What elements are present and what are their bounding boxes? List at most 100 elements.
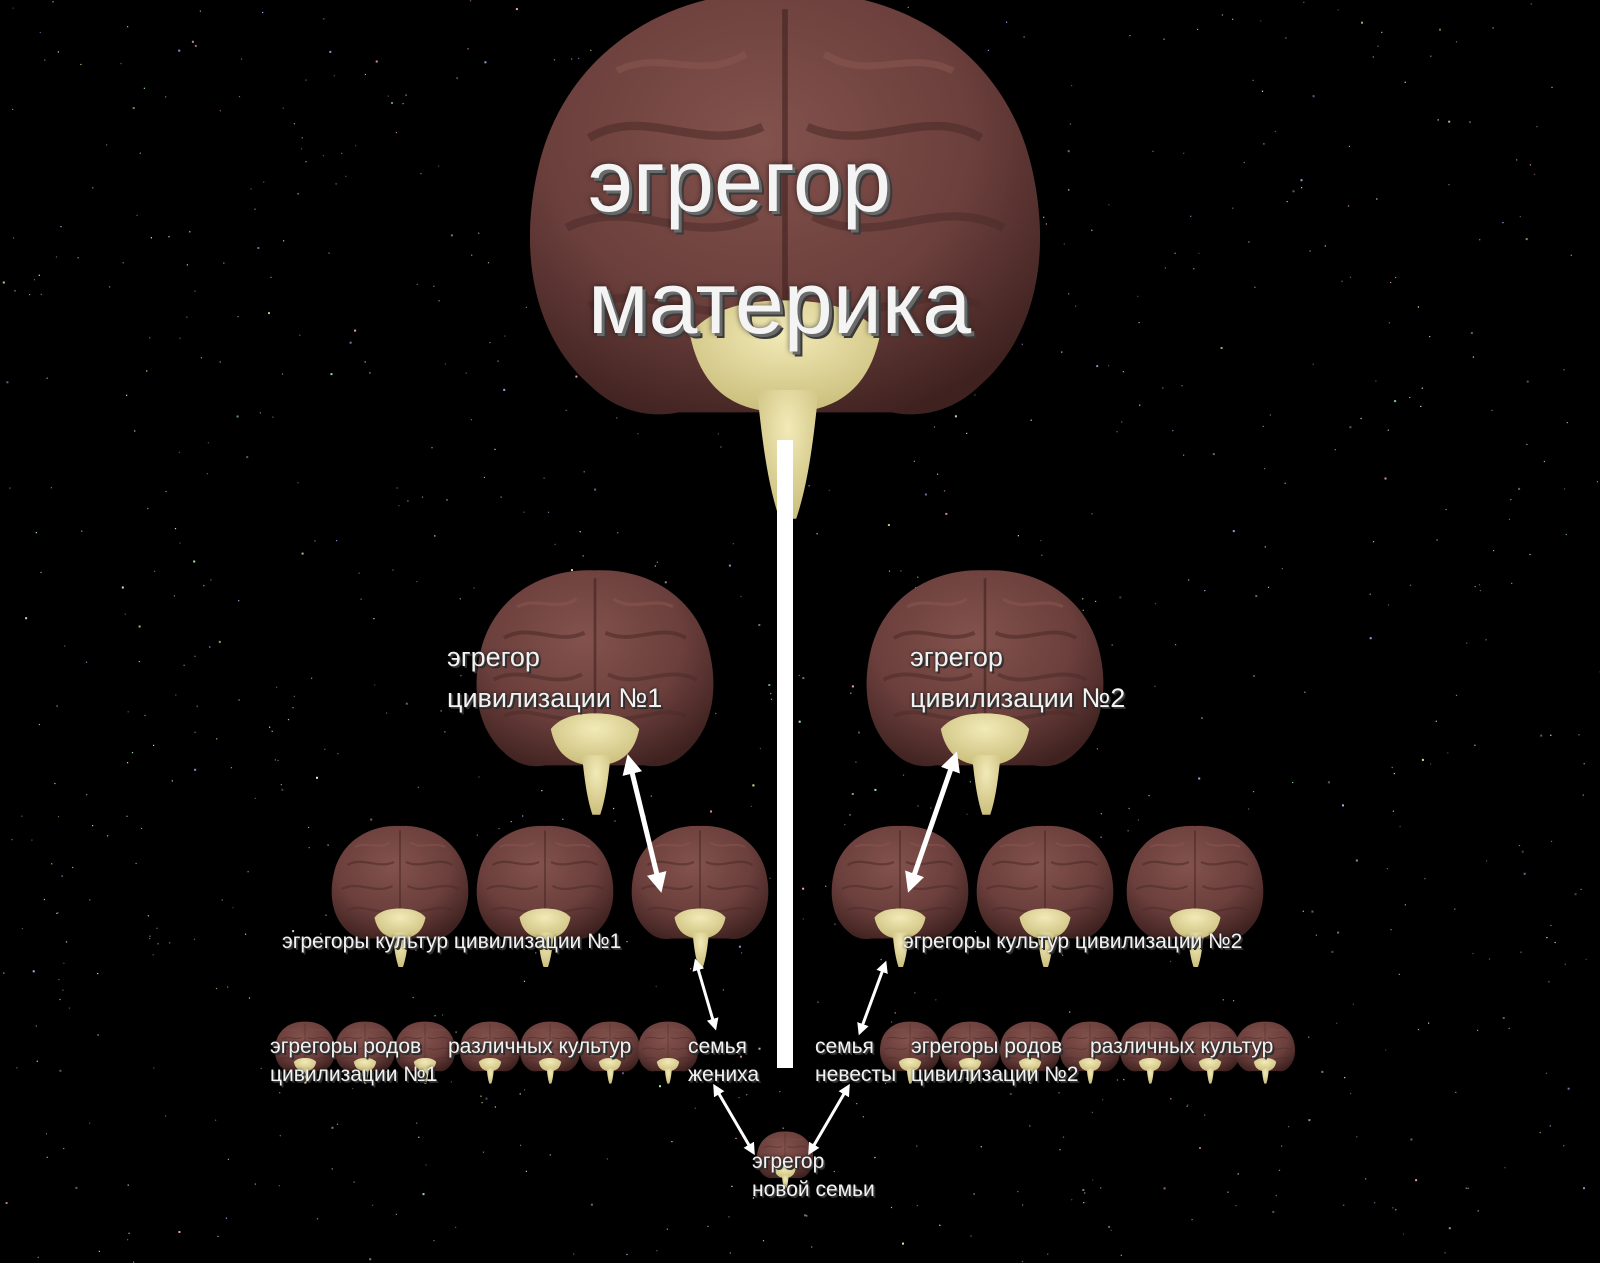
star <box>1043 216 1045 218</box>
star <box>804 1214 807 1217</box>
star <box>418 1136 420 1138</box>
star <box>186 264 188 266</box>
star <box>1227 1191 1229 1193</box>
star <box>880 958 882 961</box>
star <box>845 1044 848 1046</box>
star <box>1570 254 1572 256</box>
star <box>12 108 14 110</box>
star <box>1163 38 1165 40</box>
star <box>1071 85 1073 87</box>
star <box>305 79 307 81</box>
star <box>1304 691 1306 693</box>
star <box>60 226 62 228</box>
star <box>1302 910 1304 912</box>
star <box>1301 187 1303 189</box>
star <box>746 1094 748 1096</box>
star <box>1312 95 1315 98</box>
star <box>1186 1105 1188 1107</box>
star <box>1485 639 1487 641</box>
star <box>178 451 180 453</box>
star <box>236 415 239 418</box>
double-arrow <box>713 1083 755 1156</box>
star <box>287 719 290 721</box>
star <box>1417 1029 1420 1031</box>
star <box>728 1216 730 1218</box>
star <box>583 471 585 473</box>
star <box>613 807 615 810</box>
star <box>207 442 209 444</box>
star <box>1536 126 1538 128</box>
star <box>1071 1199 1073 1201</box>
star <box>92 825 94 827</box>
star <box>157 943 159 945</box>
star <box>446 499 448 501</box>
star <box>1139 942 1141 944</box>
star <box>360 598 362 600</box>
star <box>1154 685 1156 687</box>
star <box>890 1021 893 1023</box>
star <box>974 931 977 933</box>
star <box>606 1158 608 1160</box>
label-civ1: эгрегор цивилизации №1 <box>447 637 662 719</box>
label-civ2: эгрегор цивилизации №2 <box>910 637 1125 719</box>
star <box>1183 152 1185 154</box>
star <box>1563 488 1566 490</box>
star <box>72 866 74 869</box>
star <box>281 788 284 791</box>
star <box>259 412 261 414</box>
label-cultures1: эгрегоры культур цивилизации №1 <box>282 930 622 953</box>
double-arrow <box>905 751 960 893</box>
star <box>169 942 171 944</box>
star <box>1255 595 1258 598</box>
star <box>1469 121 1471 123</box>
star <box>500 496 502 498</box>
star <box>654 565 656 567</box>
star <box>519 1093 521 1095</box>
star <box>1095 600 1097 602</box>
star <box>1281 568 1283 570</box>
star <box>855 761 857 763</box>
star <box>260 1067 262 1069</box>
star <box>1041 554 1043 556</box>
star <box>37 1256 39 1258</box>
star <box>63 1147 65 1150</box>
star <box>358 572 360 574</box>
star <box>1399 826 1401 828</box>
star <box>671 1141 673 1143</box>
star <box>38 723 40 726</box>
star <box>1281 1145 1283 1147</box>
star <box>917 576 919 578</box>
star <box>1009 1092 1012 1095</box>
star <box>412 996 414 999</box>
star <box>1467 1187 1469 1189</box>
star <box>1436 539 1438 541</box>
label-clans2: эгрегоры родов цивилизации №2 <box>911 1033 1078 1089</box>
label-clans1-line1: эгрегоры родов <box>270 1035 422 1058</box>
star <box>1047 1253 1049 1255</box>
star <box>1543 460 1545 463</box>
star <box>353 1181 355 1183</box>
star <box>1437 119 1439 121</box>
label-clans2-line2: цивилизации №2 <box>911 1063 1079 1086</box>
star <box>215 987 218 990</box>
star <box>834 923 836 925</box>
star <box>1275 1194 1277 1197</box>
star <box>806 1215 808 1217</box>
star <box>1243 161 1245 164</box>
star <box>1068 189 1070 191</box>
star <box>659 1085 661 1088</box>
star <box>77 257 79 259</box>
star <box>330 373 333 376</box>
star <box>209 646 211 648</box>
star <box>1478 584 1481 586</box>
star <box>278 1185 280 1187</box>
star <box>1448 120 1451 123</box>
star <box>89 1122 91 1124</box>
star <box>626 941 628 943</box>
star <box>416 581 418 583</box>
star <box>143 87 145 89</box>
star <box>478 776 480 778</box>
star <box>65 941 68 943</box>
star <box>1199 1147 1201 1149</box>
star <box>1444 1252 1446 1254</box>
